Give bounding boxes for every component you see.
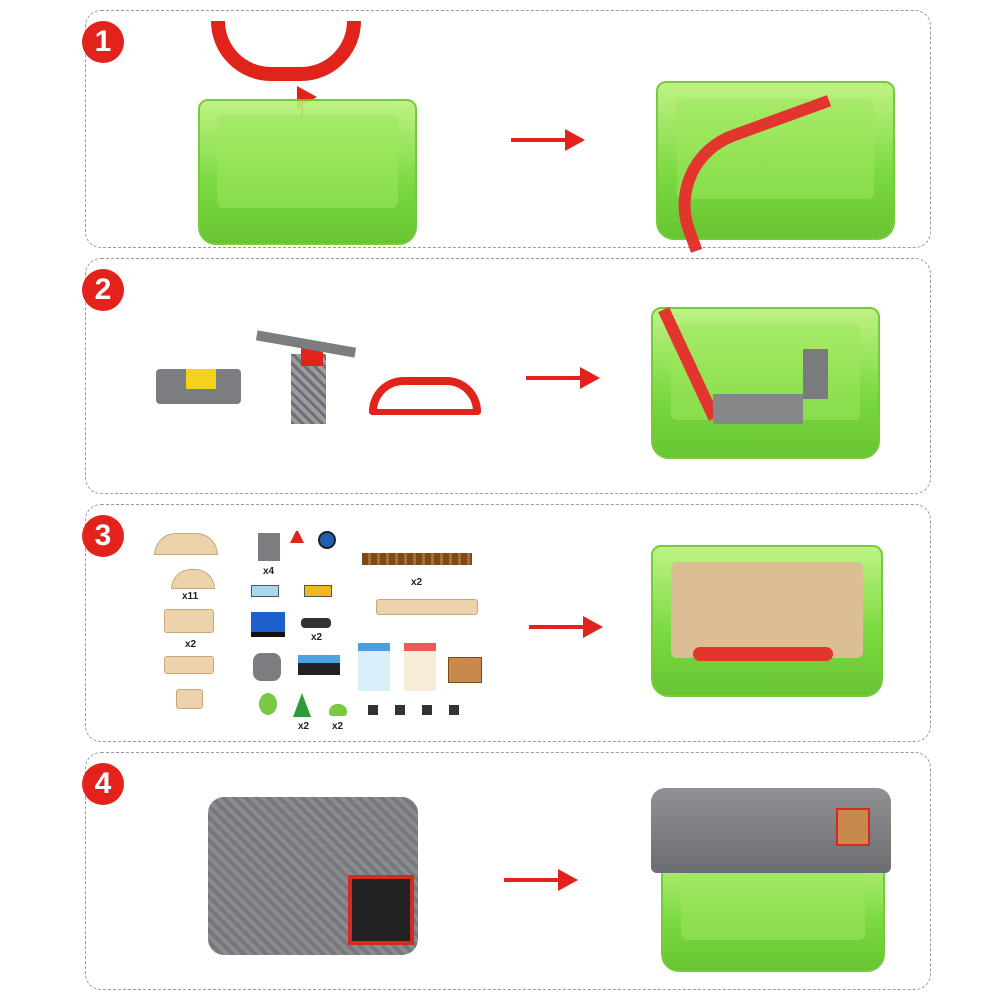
blue-cargo (251, 585, 279, 597)
step-4-panel: 4 (82, 752, 931, 990)
right-arrow-icon (529, 616, 603, 638)
loading-station-crate (186, 369, 216, 389)
blue-building (358, 643, 390, 691)
tree-large (259, 693, 277, 715)
tools-icons (368, 705, 468, 715)
right-arrow-icon (511, 129, 585, 151)
blue-signal (318, 531, 336, 549)
step-number-badge: 3 (82, 515, 124, 557)
tree-pine (293, 693, 311, 717)
step-2-panel: 2 (82, 258, 931, 494)
quantity-label: x2 (311, 632, 323, 643)
large-curve-track (154, 533, 218, 555)
step-number-badge: 4 (82, 763, 124, 805)
bush (329, 704, 347, 716)
tunnel-piece (253, 653, 281, 681)
wooden-crate (448, 657, 482, 683)
right-arrow-icon (526, 367, 600, 389)
bridge-pillar (258, 533, 280, 561)
lid-tunnel-opening (348, 875, 414, 945)
blue-engine (251, 612, 285, 637)
red-bridge-track (369, 377, 481, 415)
step-number-badge: 1 (82, 21, 124, 63)
warning-sign (290, 531, 304, 543)
brown-bridge-track (362, 553, 472, 565)
curved-red-track (211, 21, 361, 81)
quantity-label: x11 (182, 591, 199, 602)
quantity-label: x4 (263, 566, 275, 577)
right-arrow-icon (504, 869, 578, 891)
quantity-label: x2 (332, 721, 344, 732)
step-3-panel: 3 x11 x2 x4 x2 x2 x2 x2 (82, 504, 931, 742)
straight-track (164, 656, 214, 674)
quantity-label: x2 (185, 639, 197, 650)
train-car (301, 618, 331, 628)
step-1-panel: 1 (82, 10, 931, 254)
lid-crate (836, 808, 870, 846)
yellow-cargo (304, 585, 332, 597)
red-building (404, 643, 436, 691)
bin-with-track (656, 81, 895, 254)
bin-full-of-parts (651, 545, 883, 697)
green-storage-bin (198, 99, 417, 245)
small-curve-track (171, 569, 215, 589)
short-track (176, 689, 203, 709)
step-number-badge: 2 (82, 269, 124, 311)
switch-track (164, 609, 214, 633)
truck (298, 655, 340, 675)
long-straight-track (376, 599, 478, 615)
quantity-label: x2 (298, 721, 310, 732)
quantity-label: x2 (411, 577, 423, 588)
bin-with-parts (651, 307, 880, 459)
